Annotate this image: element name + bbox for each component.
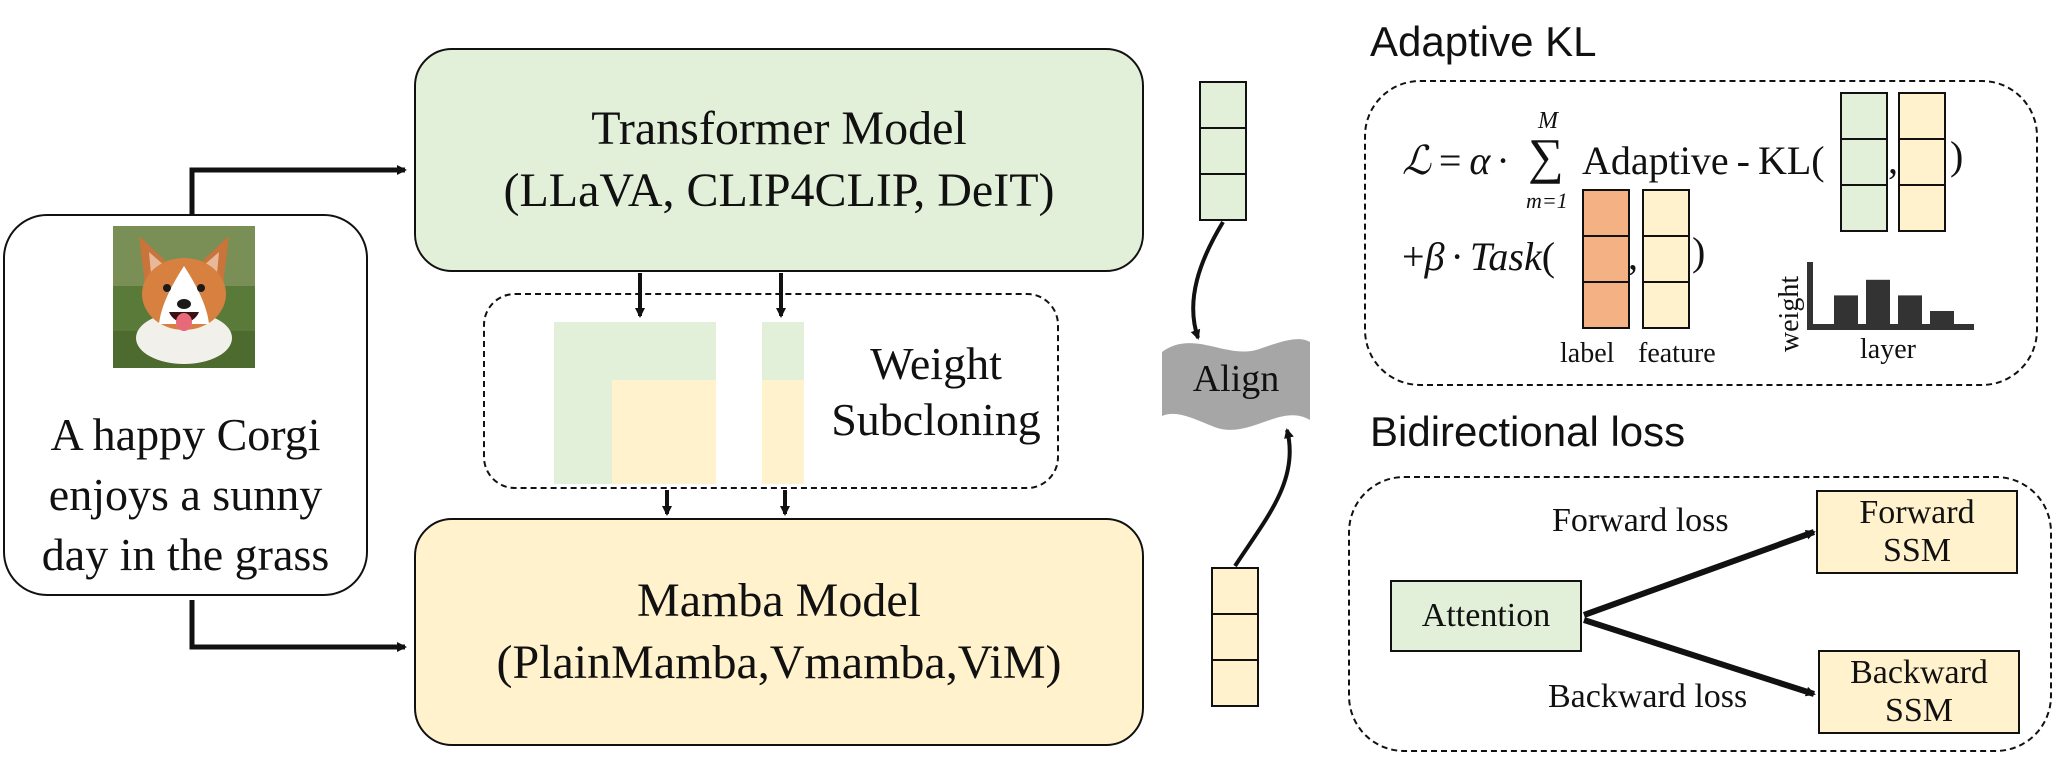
forward-ssm-line-1: Forward	[1859, 494, 1975, 531]
dot-operator-2: ·	[1450, 233, 1464, 279]
weight-subcloning-line-1: Weight	[870, 338, 1002, 389]
layer-weight-bar	[1930, 311, 1954, 324]
backward-ssm-node: Backward SSM	[1818, 650, 2020, 734]
kl-operand-green	[1840, 92, 1888, 232]
mamba-model-box: Mamba Model (PlainMamba,Vmamba,ViM)	[414, 518, 1144, 746]
caption-line-3: day in the grass	[41, 529, 330, 580]
task-open-paren: (	[1541, 233, 1556, 279]
align-label: Align	[1192, 358, 1280, 400]
layer-weight-bar	[1834, 295, 1858, 324]
task-comma: ,	[1628, 233, 1638, 278]
bidirectional-box	[1348, 476, 2052, 752]
label-caption: label	[1560, 338, 1615, 369]
subcloned-matrix	[554, 322, 716, 484]
layer-axis-label: layer	[1860, 334, 1916, 365]
adaptive-kl-title: Adaptive KL	[1370, 18, 1597, 65]
subcloned-vector	[762, 322, 804, 484]
arrow-attention-to-backward	[1583, 617, 1816, 697]
backward-loss-label: Backward loss	[1548, 678, 1748, 715]
backward-ssm-line-1: Backward	[1850, 654, 1988, 691]
feature-caption: feature	[1638, 338, 1716, 369]
sum-sign: ∑	[1528, 128, 1564, 184]
layer-weight-bar	[1898, 295, 1922, 324]
arrow-transformer-tokens-to-align	[1190, 220, 1225, 340]
forward-loss-label: Forward loss	[1552, 502, 1729, 539]
arrow-mamba-tokens-to-align	[1233, 428, 1294, 568]
kl-operand-yellow	[1898, 92, 1946, 232]
kl-open-paren: (	[1811, 137, 1825, 183]
kl-formula-term: Adaptive - KL (	[1582, 132, 1825, 188]
loss-symbol: ℒ	[1402, 137, 1431, 183]
input-caption: A happy Corgi enjoys a sunny day in the …	[3, 405, 368, 585]
corgi-image	[113, 226, 255, 368]
mamba-title: Mamba Model	[637, 574, 921, 627]
beta-symbol: β	[1424, 233, 1445, 279]
arrow-input-to-mamba	[189, 600, 407, 652]
weight-subcloning-label: Weight Subcloning	[818, 330, 1054, 454]
weight-subcloning-box	[483, 293, 1059, 489]
arrow-attention-to-forward	[1582, 529, 1816, 618]
layer-weight-bar	[1866, 279, 1890, 324]
layer-weight-axes	[1807, 262, 1974, 330]
sum-upper: M	[1538, 108, 1558, 134]
task-close-paren: )	[1692, 229, 1706, 274]
sum-lower: m=1	[1526, 188, 1568, 213]
mamba-examples: (PlainMamba,Vmamba,ViM)	[496, 636, 1062, 689]
sum-symbol-block: M ∑ m=1	[1526, 108, 1570, 218]
align-flag-shape	[1162, 339, 1310, 430]
forward-ssm-node: Forward SSM	[1816, 490, 2018, 574]
task-feature-operand	[1642, 189, 1690, 329]
bidirectional-title: Bidirectional loss	[1370, 408, 1686, 455]
transformer-title: Transformer Model	[591, 102, 967, 155]
kl-formula-line-1: ℒ = α ·	[1402, 132, 1516, 188]
kl-close-paren: )	[1950, 133, 1964, 178]
caption-line-2: enjoys a sunny	[48, 469, 323, 520]
dash-sign: -	[1736, 137, 1750, 183]
attention-label: Attention	[1421, 597, 1551, 634]
layer-weight-chart	[1807, 262, 1974, 330]
alpha-symbol: α	[1469, 137, 1491, 183]
weight-subcloning-line-2: Subcloning	[831, 394, 1041, 445]
mamba-feature-tokens	[1211, 567, 1259, 707]
attention-node: Attention	[1390, 580, 1582, 652]
kl-comma: ,	[1888, 137, 1898, 182]
transformer-examples: (LLaVA, CLIP4CLIP, DeIT)	[503, 164, 1055, 217]
kl-word: KL	[1757, 137, 1812, 183]
weight-axis-label: weight	[1774, 275, 1806, 353]
arrow-input-to-transformer	[189, 165, 407, 215]
task-formula-line: + β · Task (	[1402, 228, 1555, 284]
transformer-feature-tokens	[1199, 81, 1247, 221]
plus-sign: +	[1402, 233, 1425, 279]
dot-operator-1: ·	[1496, 137, 1510, 183]
transformer-model-box: Transformer Model (LLaVA, CLIP4CLIP, DeI…	[414, 48, 1144, 272]
backward-ssm-line-2: SSM	[1884, 692, 1954, 729]
equals-sign: =	[1438, 137, 1462, 183]
caption-line-1: A happy Corgi	[50, 409, 321, 460]
task-word: Task	[1469, 233, 1542, 279]
task-label-operand	[1582, 189, 1630, 329]
adaptive-word: Adaptive	[1582, 137, 1729, 183]
forward-ssm-line-2: SSM	[1882, 532, 1952, 569]
adaptive-kl-box	[1364, 80, 2038, 386]
